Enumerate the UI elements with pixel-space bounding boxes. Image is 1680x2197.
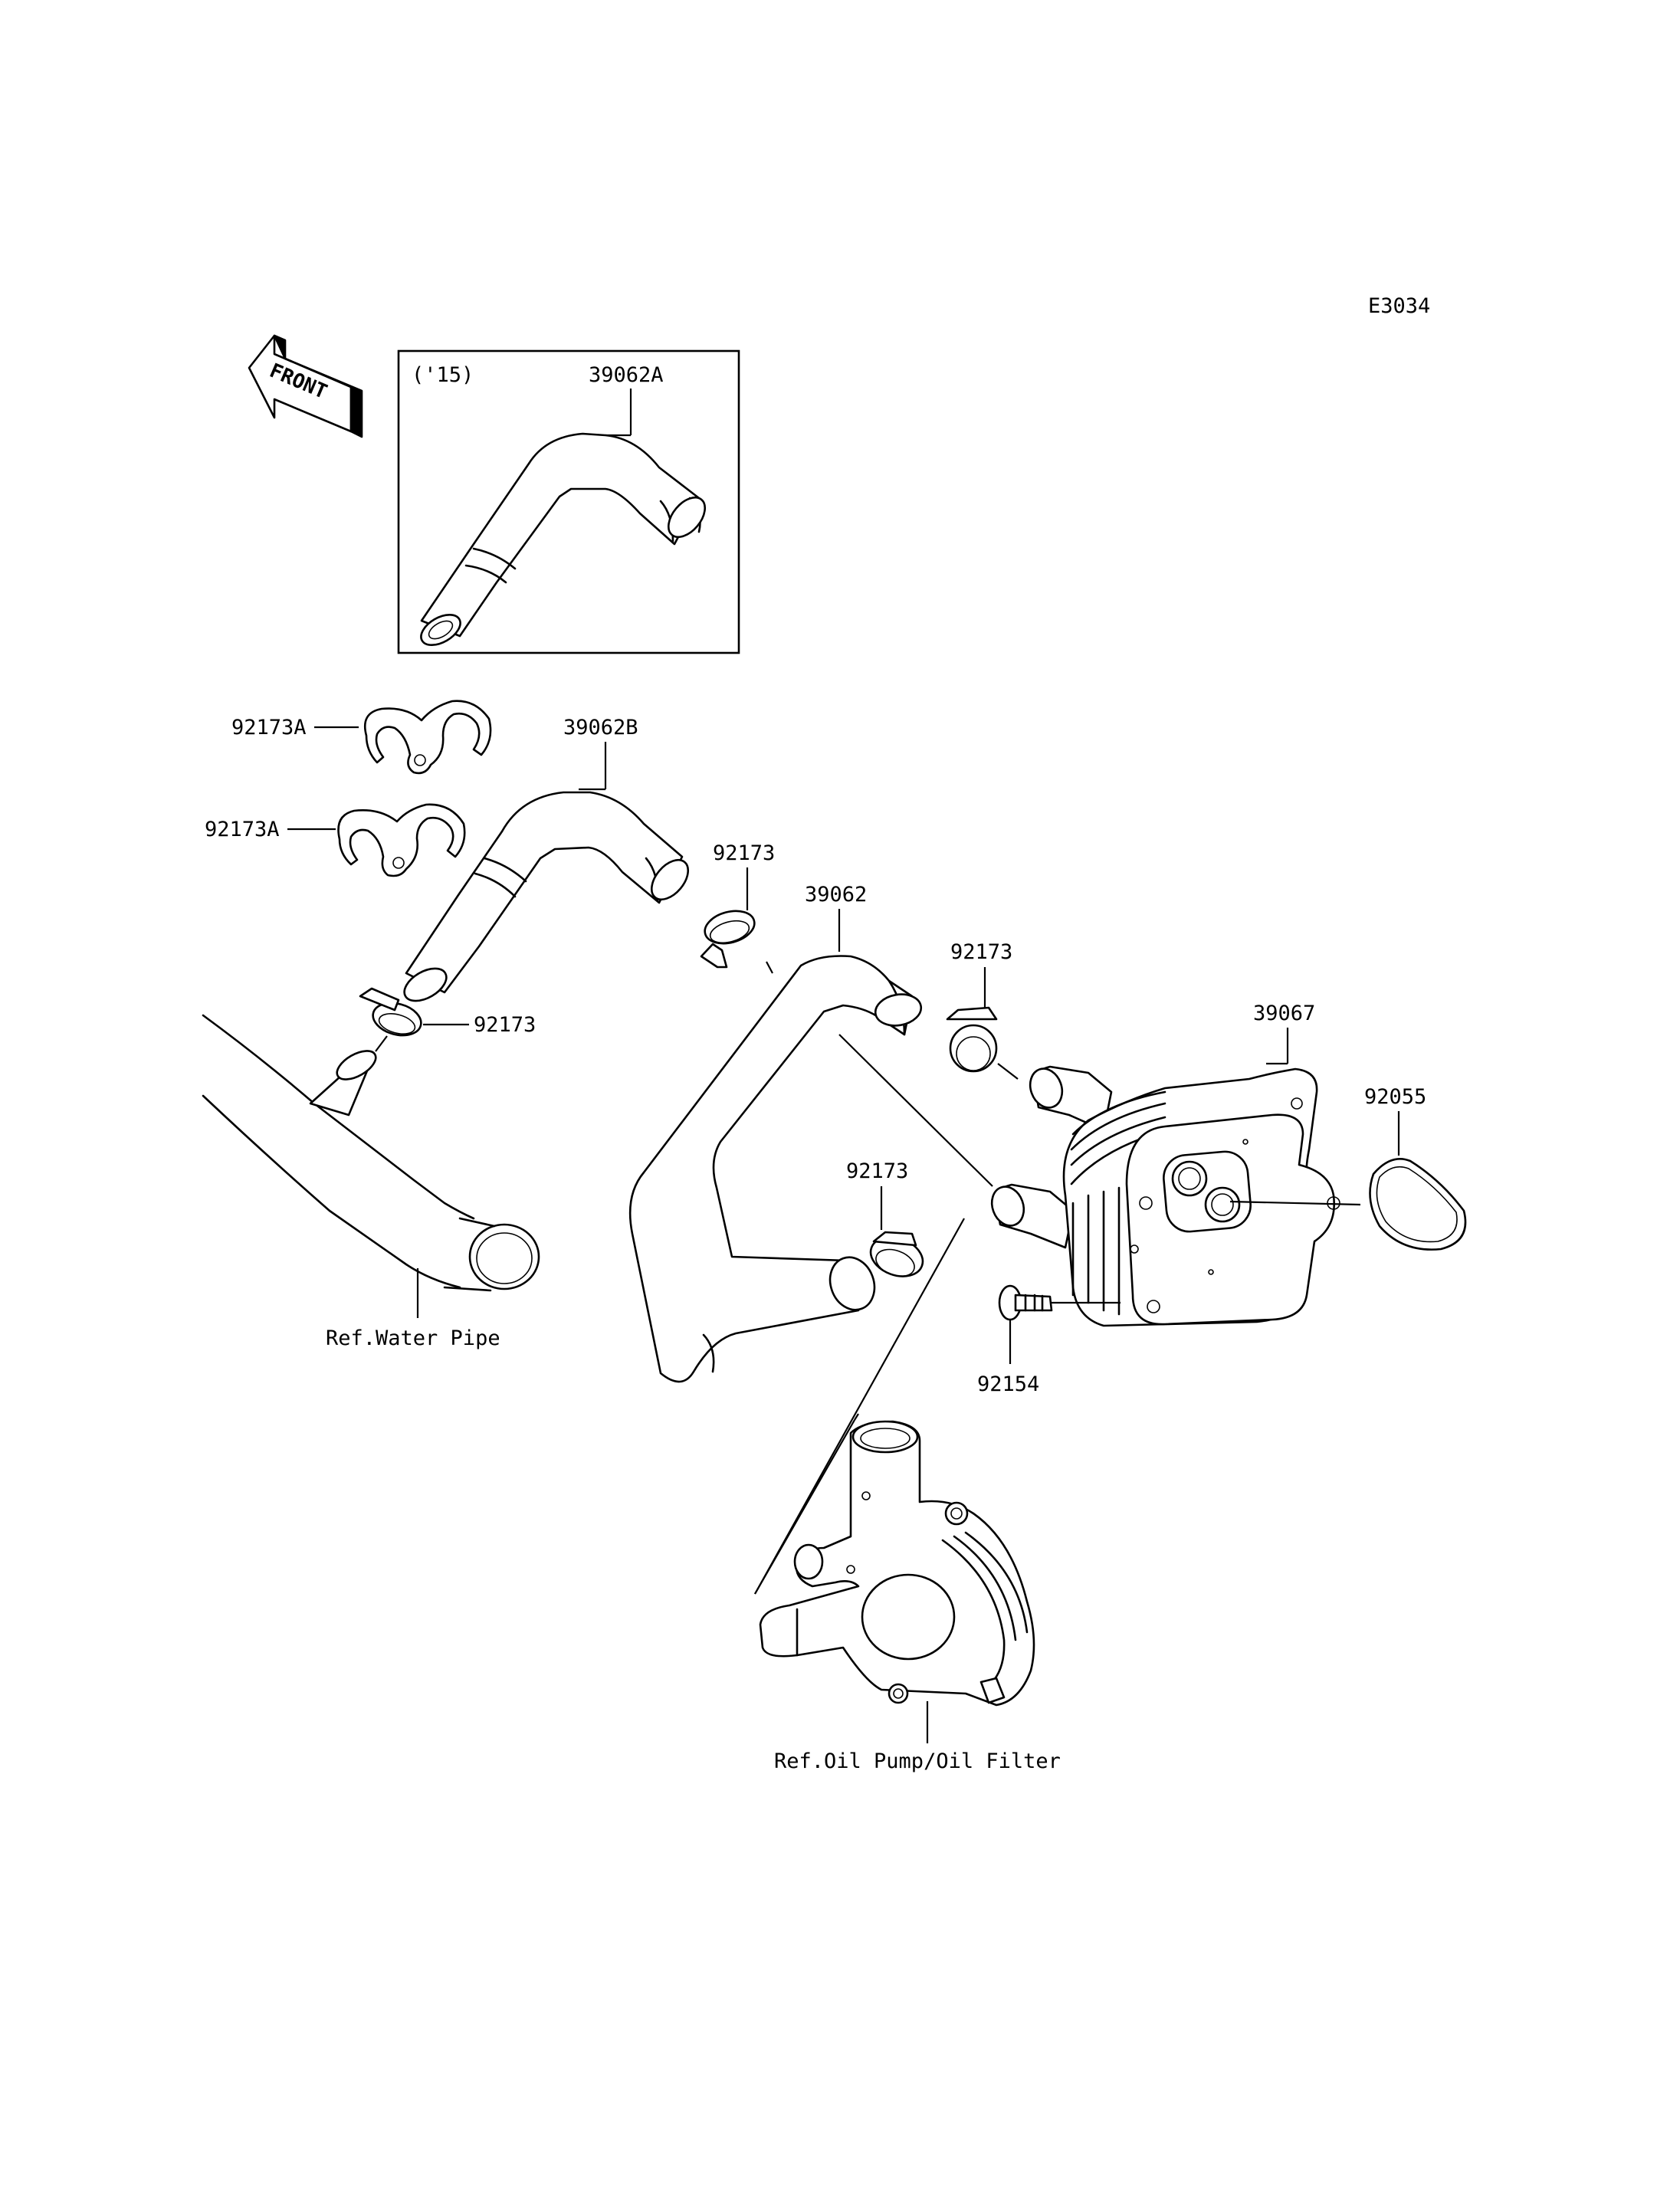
label-clamp-hose-b: 92173 bbox=[713, 841, 775, 865]
inset-box: ('15) 39062A bbox=[397, 349, 740, 654]
inset-year-label: ('15) bbox=[412, 363, 474, 387]
label-oil-cooler: 39067 bbox=[1253, 1002, 1315, 1025]
label-ref-oil-pump: Ref.Oil Pump/Oil Filter bbox=[774, 1749, 1061, 1773]
label-hose-39062: 39062 bbox=[805, 883, 867, 907]
label-clip-lower: 92173A bbox=[205, 818, 280, 841]
label-clamp-cooler-upper: 92173 bbox=[950, 940, 1012, 964]
label-ref-water-pipe: Ref.Water Pipe bbox=[326, 1326, 500, 1350]
clip-92173a-upper: 92173A bbox=[231, 700, 492, 775]
gasket-92055: 92055 bbox=[1229, 1085, 1467, 1251]
clamp-92173-cooler-upper: 92173 bbox=[946, 940, 1019, 1080]
label-clamp-water-pipe: 92173 bbox=[474, 1013, 536, 1037]
clamp-92173-water-pipe: 92173 bbox=[359, 987, 536, 1052]
label-clamp-cooler-lower: 92173 bbox=[846, 1159, 908, 1183]
clamp-92173-cooler-lower: 92173 bbox=[846, 1159, 924, 1277]
clip-92173a-lower: 92173A bbox=[205, 803, 466, 877]
oil-pump-ref: Ref.Oil Pump/Oil Filter bbox=[759, 1420, 1061, 1773]
inset-part-label: 39062A bbox=[589, 363, 664, 387]
bolt-92154: 92154 bbox=[977, 1284, 1121, 1396]
oil-cooler-39067: 39067 bbox=[990, 1002, 1340, 1327]
hose-39062: 39062 bbox=[628, 883, 993, 1383]
label-hose-39062b: 39062B bbox=[563, 716, 638, 739]
label-clip-upper: 92173A bbox=[231, 716, 307, 739]
diagram-code: E3034 bbox=[1368, 294, 1430, 318]
clamp-92173-hose-b: 92173 bbox=[700, 841, 775, 974]
hose-39062a bbox=[420, 432, 707, 646]
label-bolt: 92154 bbox=[977, 1372, 1039, 1396]
front-arrow-icon: FRONT bbox=[248, 334, 363, 438]
hose-39062b: 39062B bbox=[403, 716, 690, 1002]
water-pipe-ref: Ref.Water Pipe bbox=[202, 1014, 540, 1350]
label-gasket: 92055 bbox=[1364, 1085, 1426, 1109]
